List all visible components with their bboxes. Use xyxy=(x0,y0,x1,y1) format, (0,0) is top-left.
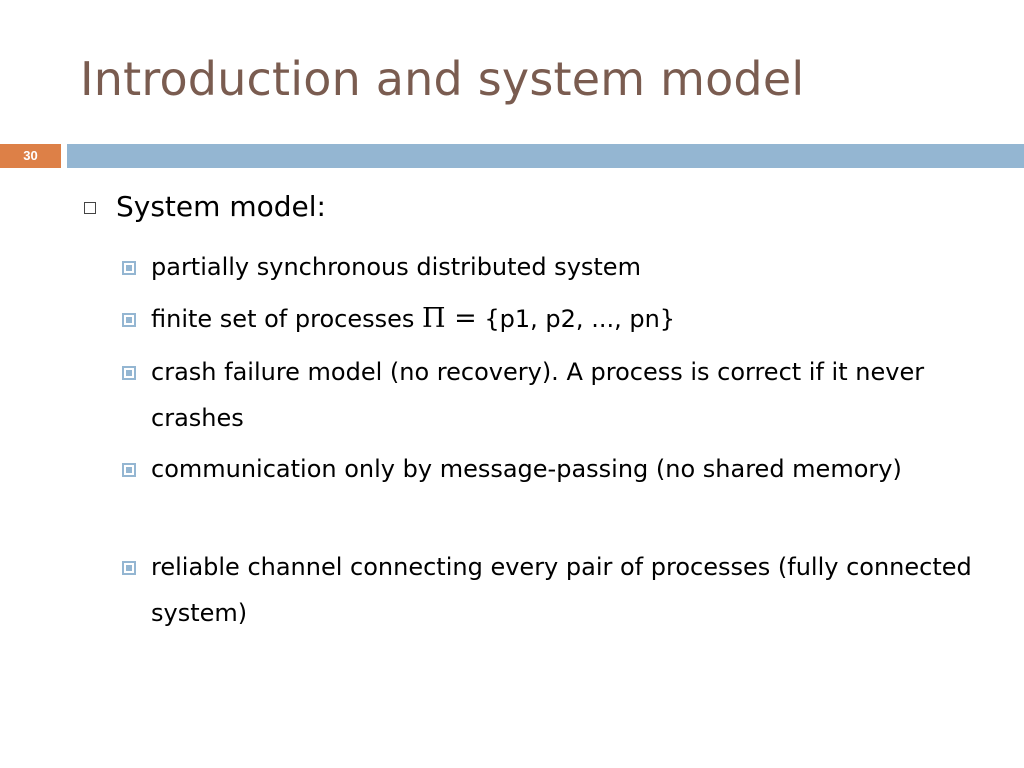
slide-title: Introduction and system model xyxy=(80,52,805,106)
sub-bullet-text: partially synchronous distributed system xyxy=(151,253,641,281)
nested-square-icon xyxy=(122,366,136,380)
slide-number-badge: 30 xyxy=(0,144,61,168)
sub-bullet-text: reliable channel connecting every pair o… xyxy=(151,553,972,627)
sub-bullet-2: finite set of processes Π = {p1, p2, ...… xyxy=(122,296,982,342)
title-divider-bar xyxy=(67,144,1024,168)
pi-equals-symbol: Π = xyxy=(422,303,477,334)
nested-square-icon xyxy=(122,313,136,327)
sub-bullet-text-prefix: finite set of processes xyxy=(151,305,422,333)
sub-bullet-text: finite set of processes Π = {p1, p2, ...… xyxy=(151,296,982,342)
sub-bullet-5: reliable channel connecting every pair o… xyxy=(122,544,982,636)
bullet-system-model: System model: xyxy=(84,190,326,223)
nested-square-icon xyxy=(122,561,136,575)
nested-square-icon xyxy=(122,261,136,275)
hollow-square-icon xyxy=(84,201,96,214)
sub-bullet-1: partially synchronous distributed system xyxy=(122,244,982,290)
bullet-heading-text: System model: xyxy=(116,190,326,223)
sub-bullet-text: communication only by message-passing (n… xyxy=(151,455,902,483)
sub-bullet-3: crash failure model (no recovery). A pro… xyxy=(122,349,982,441)
sub-bullet-4: communication only by message-passing (n… xyxy=(122,446,982,492)
nested-square-icon xyxy=(122,463,136,477)
sub-bullet-text-suffix: {p1, p2, ..., pn} xyxy=(476,305,676,333)
sub-bullet-text: crash failure model (no recovery). A pro… xyxy=(151,358,925,432)
